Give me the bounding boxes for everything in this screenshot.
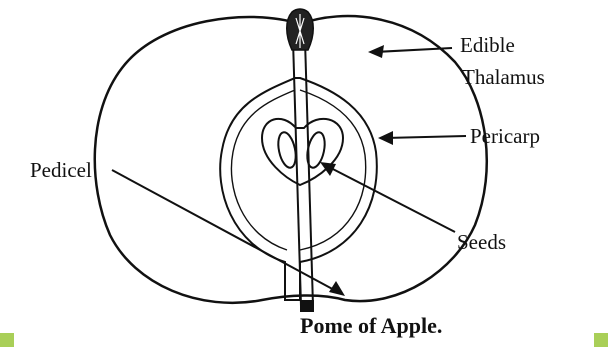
label-thalamus: Thalamus	[462, 65, 545, 89]
pedicel-stalk-right	[305, 40, 313, 306]
apple-outer-outline	[95, 16, 487, 303]
accent-square-right	[594, 333, 608, 347]
pedicel-stalk-left	[293, 40, 301, 306]
seed-chamber	[262, 119, 343, 185]
accent-square-left	[0, 333, 14, 347]
diagram-caption: Pome of Apple.	[300, 313, 442, 338]
label-seeds: Seeds	[457, 230, 506, 254]
label-pericarp: Pericarp	[470, 124, 540, 148]
pedicel-base	[300, 300, 314, 312]
label-edible: Edible	[460, 33, 515, 57]
pericarp-outline	[220, 78, 377, 300]
leader-pericarp	[378, 131, 466, 145]
leader-seeds	[320, 162, 455, 232]
label-pedicel: Pedicel	[30, 158, 92, 182]
